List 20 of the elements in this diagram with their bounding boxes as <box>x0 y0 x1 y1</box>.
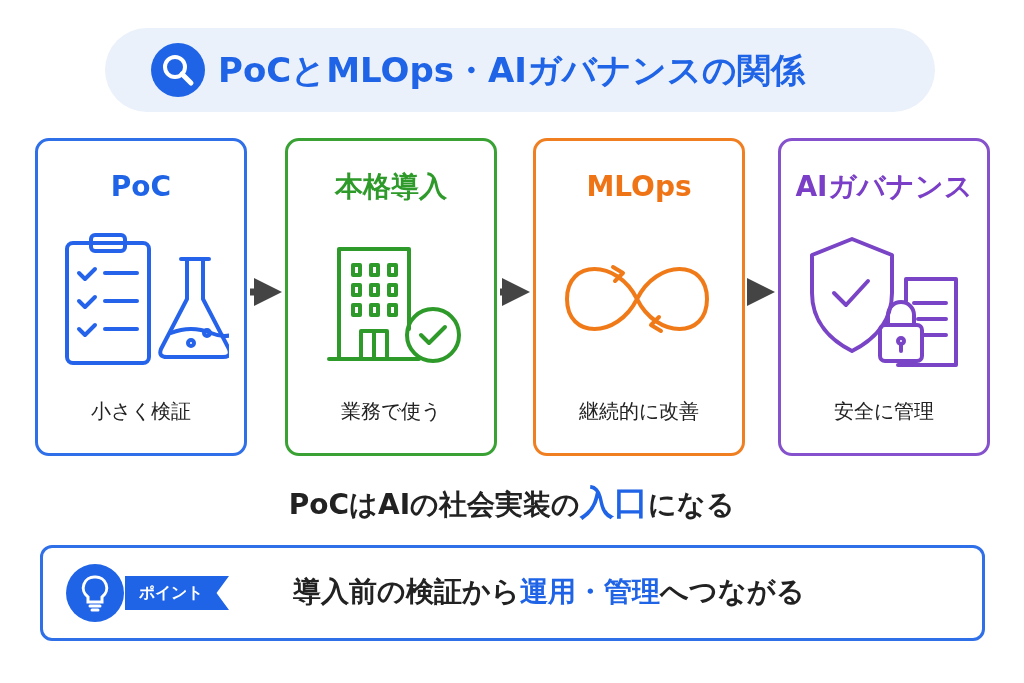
stage-card <box>35 138 247 456</box>
stage-caption: 業務で使う <box>340 398 442 425</box>
stage-card <box>533 138 745 456</box>
stage-caption: 安全に管理 <box>833 398 935 425</box>
arrow <box>500 278 530 306</box>
stage-heading: MLOps <box>585 169 693 205</box>
stage-caption: 小さく検証 <box>90 398 192 425</box>
stage-heading: AIガバナンス <box>794 169 974 205</box>
point-tag: ポイント <box>125 576 229 610</box>
stage-heading: PoC <box>109 169 173 205</box>
stage-heading: 本格導入 <box>333 169 448 205</box>
stage-caption: 継続的に改善 <box>578 398 700 425</box>
stage-card <box>778 138 990 456</box>
point-text: 導入前の検証から運用・管理へつながる <box>293 574 805 610</box>
arrow <box>250 278 282 306</box>
diagram-title: PoCとMLOps・AIガバナンスの関係 <box>218 49 805 92</box>
arrow <box>747 278 775 306</box>
point-panel <box>40 545 985 641</box>
stage-card <box>285 138 497 456</box>
summary-text: PoCはAIの社会実装の入口になる <box>287 481 737 524</box>
